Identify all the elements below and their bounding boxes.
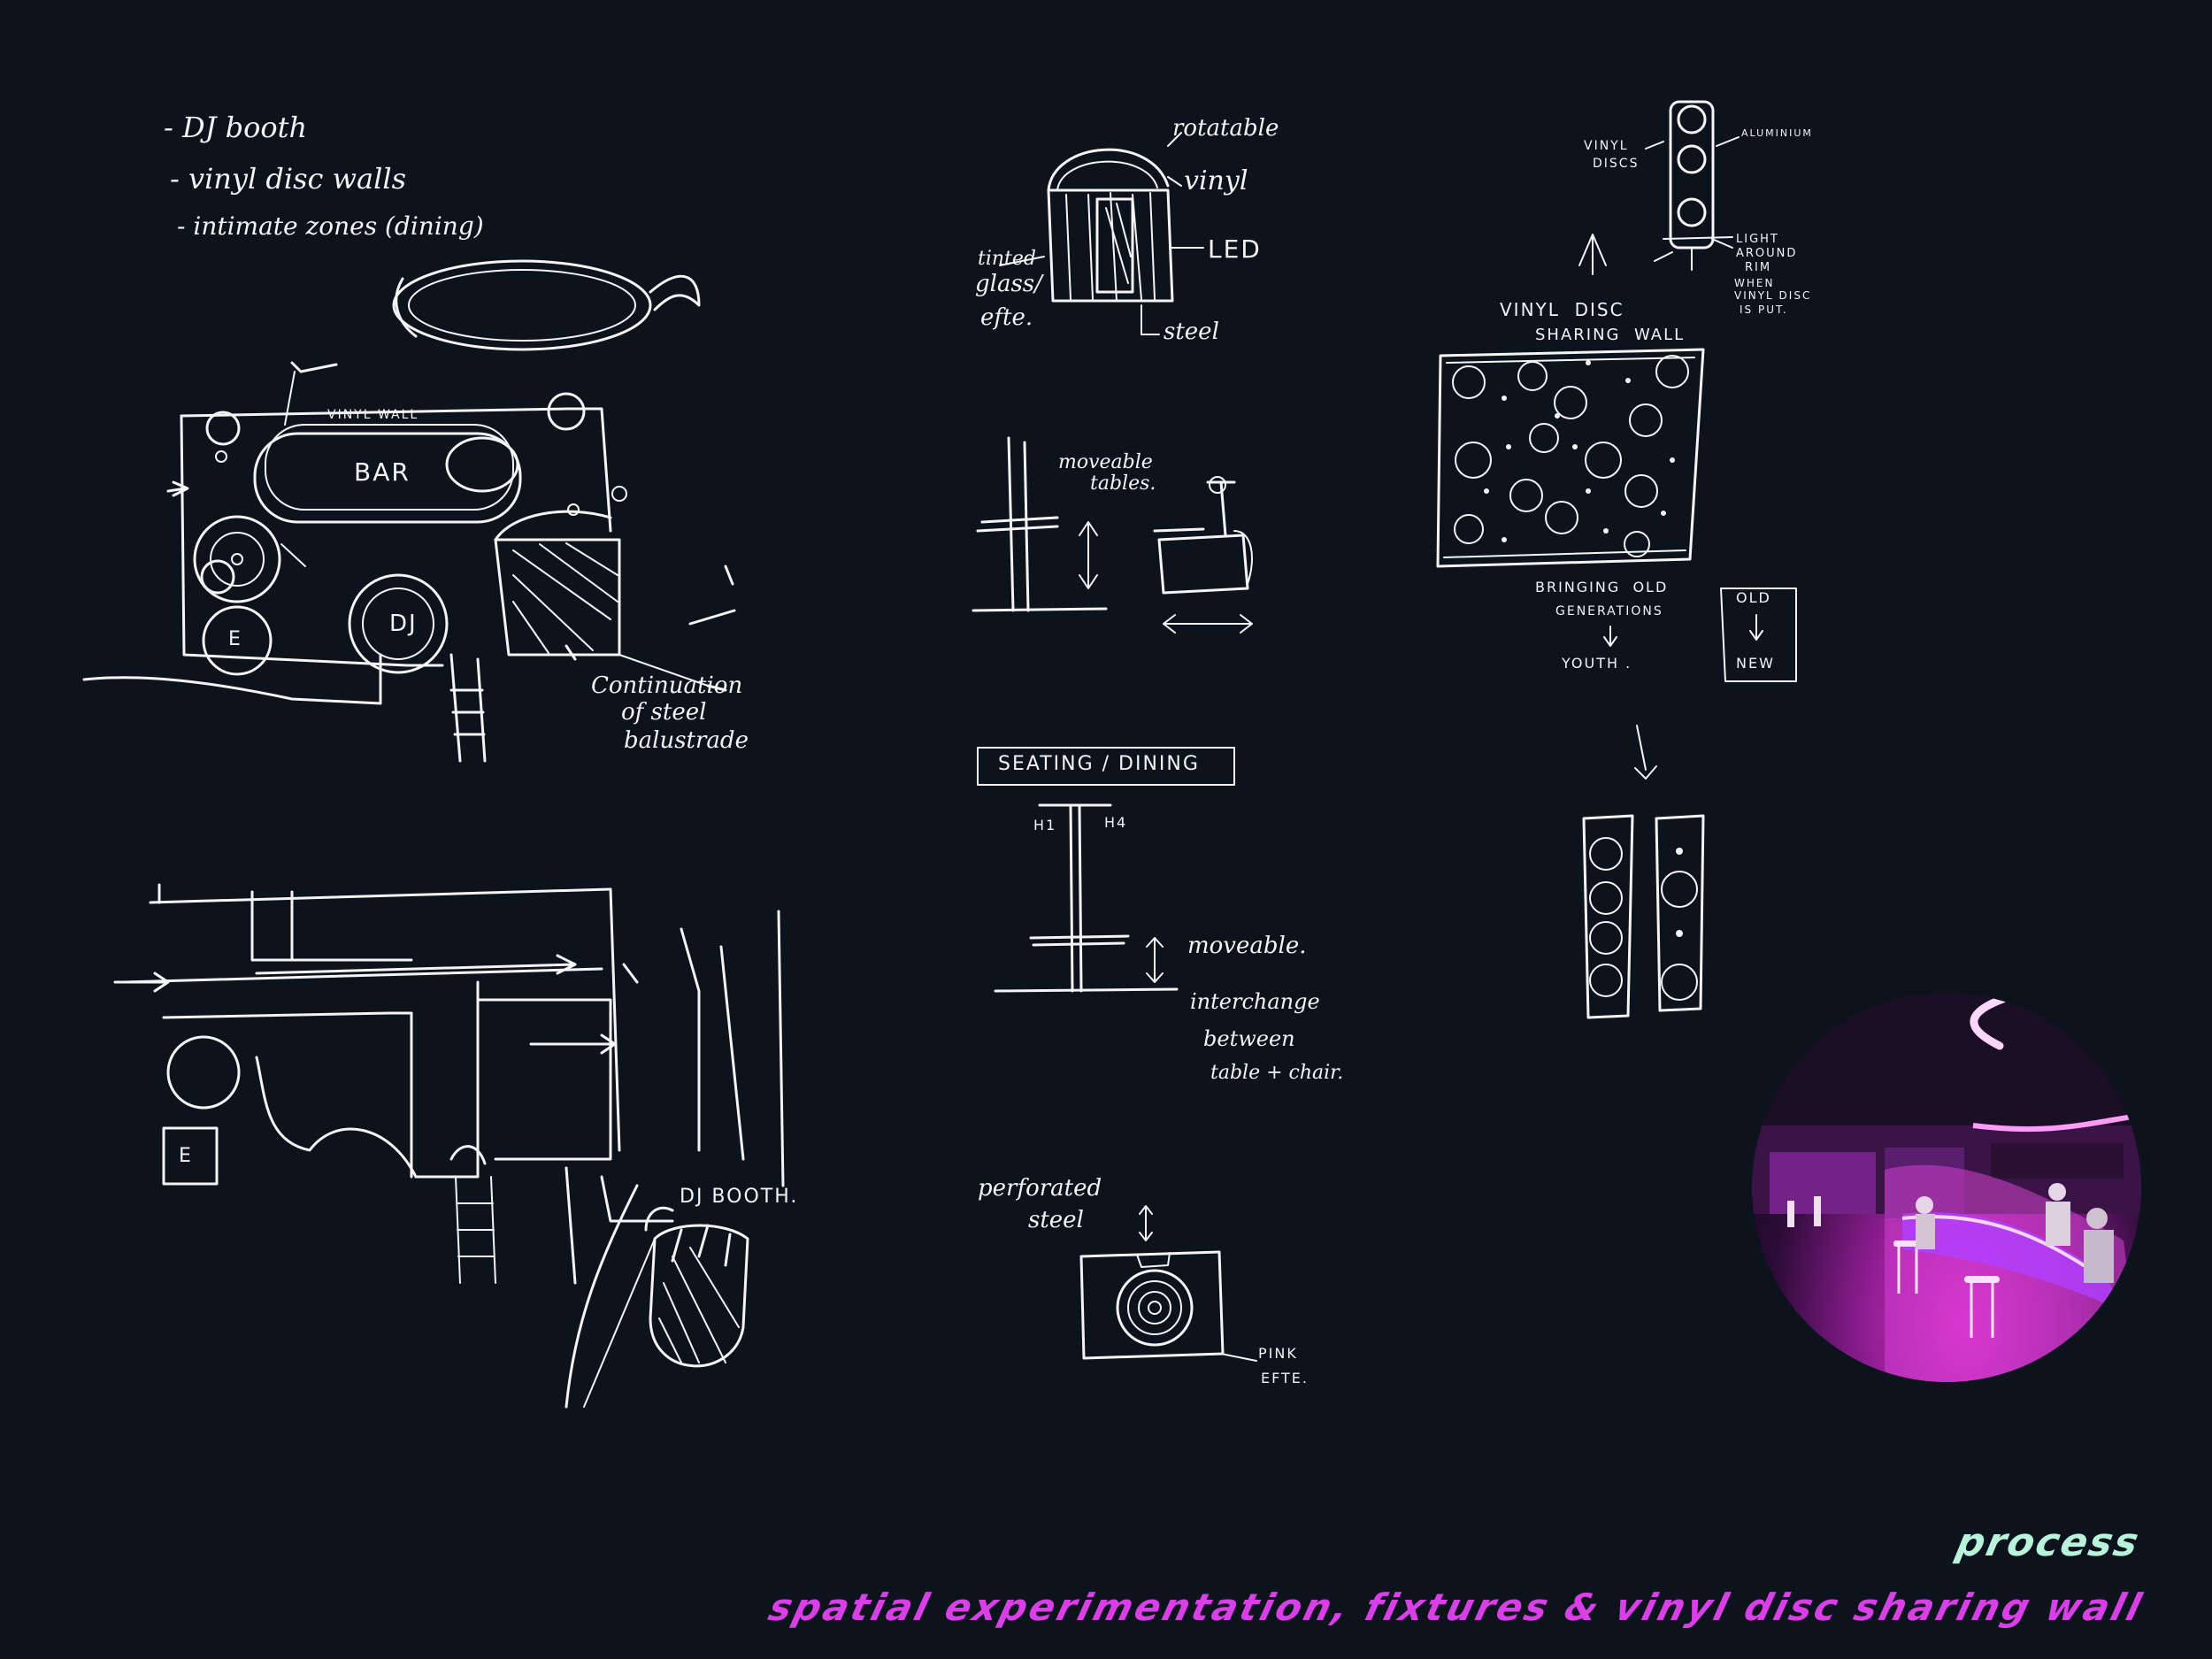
- rim-label: RIM: [1745, 261, 1772, 274]
- board-subtitle: spatial experimentation, fixtures & viny…: [764, 1586, 2149, 1629]
- note-intimate-zones: - intimate zones (dining): [177, 211, 484, 241]
- render-illustration: [1752, 993, 2141, 1382]
- glass-label: glass/: [975, 271, 1042, 297]
- perforated-steel-label: steel: [1028, 1207, 1084, 1233]
- sharing-wall-title-2: SHARING WALL: [1535, 326, 1686, 344]
- vinyl-label: vinyl: [1184, 165, 1248, 196]
- note-dj-booth: - DJ booth: [164, 111, 308, 144]
- new-label: NEW: [1736, 655, 1775, 672]
- seating-dining-label: SEATING / DINING: [998, 753, 1200, 775]
- aluminium-label: ALUMINIUM: [1741, 127, 1813, 139]
- vinyl-columns-sketch: [1582, 814, 1705, 1019]
- moveable-label: moveable: [1058, 451, 1153, 473]
- vinyl-disc-small-label: VINYL DISC: [1734, 289, 1812, 302]
- tinted-label: tinted: [978, 248, 1036, 270]
- moveable-short-label: moveable.: [1187, 933, 1307, 959]
- moveable-tables-sketch: [972, 436, 1253, 634]
- interior-render-image: [1752, 993, 2141, 1382]
- vinyl-discs-label-1: VINYL: [1584, 139, 1629, 153]
- tables-label: tables.: [1090, 472, 1156, 495]
- sharing-wall-sketch: [1436, 348, 1797, 780]
- around-label: AROUND: [1736, 247, 1798, 260]
- is-put-label: IS PUT.: [1740, 303, 1788, 316]
- between-label: between: [1203, 1026, 1295, 1051]
- dj-label: DJ: [389, 611, 418, 637]
- when-label: WHEN: [1734, 277, 1775, 289]
- pink-label: PINK: [1258, 1345, 1298, 1362]
- plan-entrance-label: E: [179, 1145, 193, 1167]
- vinyl-discs-label-2: DISCS: [1593, 157, 1640, 171]
- efte-pink-label: EFTE.: [1261, 1370, 1309, 1386]
- rotatable-label: rotatable: [1172, 115, 1279, 142]
- bar-label: BAR: [354, 457, 411, 487]
- vinyl-column-sketch: [1578, 100, 1740, 275]
- bringing-old-label: BRINGING OLD: [1535, 579, 1669, 595]
- perforated-steel-sketch: [1079, 1205, 1257, 1362]
- continuation-line-3: balustrade: [624, 727, 749, 754]
- seat-height-2: H4: [1104, 814, 1128, 831]
- bar-plan-sketch: [82, 259, 736, 763]
- table-chair-label: table + chair.: [1210, 1062, 1344, 1084]
- continuation-line-2: of steel: [621, 699, 707, 726]
- efte-label: efte.: [980, 304, 1033, 331]
- vinyl-wall-label: VINYL WALL: [327, 408, 419, 422]
- seat-height-1: H1: [1033, 817, 1057, 833]
- light-label: LIGHT: [1736, 233, 1779, 246]
- old-label: OLD: [1736, 589, 1771, 606]
- note-vinyl-walls: - vinyl disc walls: [170, 162, 406, 196]
- led-label: LED: [1208, 234, 1262, 264]
- sharing-wall-title-1: VINYL DISC: [1500, 299, 1624, 320]
- entrance-label: E: [228, 628, 242, 650]
- generations-label: GENERATIONS: [1555, 604, 1663, 618]
- section-title: process: [1952, 1520, 2145, 1565]
- perforated-label: perforated: [978, 1175, 1102, 1202]
- continuation-line-1: Continuation: [591, 672, 743, 699]
- dj-booth-label: DJ BOOTH.: [680, 1186, 799, 1208]
- fixture-sketch: [999, 132, 1204, 335]
- seating-sketch: [977, 747, 1235, 993]
- youth-label: YOUTH .: [1562, 655, 1632, 672]
- floor-plan-sketch: [113, 883, 785, 1409]
- interchange-label: interchange: [1190, 989, 1320, 1014]
- steel-label: steel: [1164, 319, 1219, 345]
